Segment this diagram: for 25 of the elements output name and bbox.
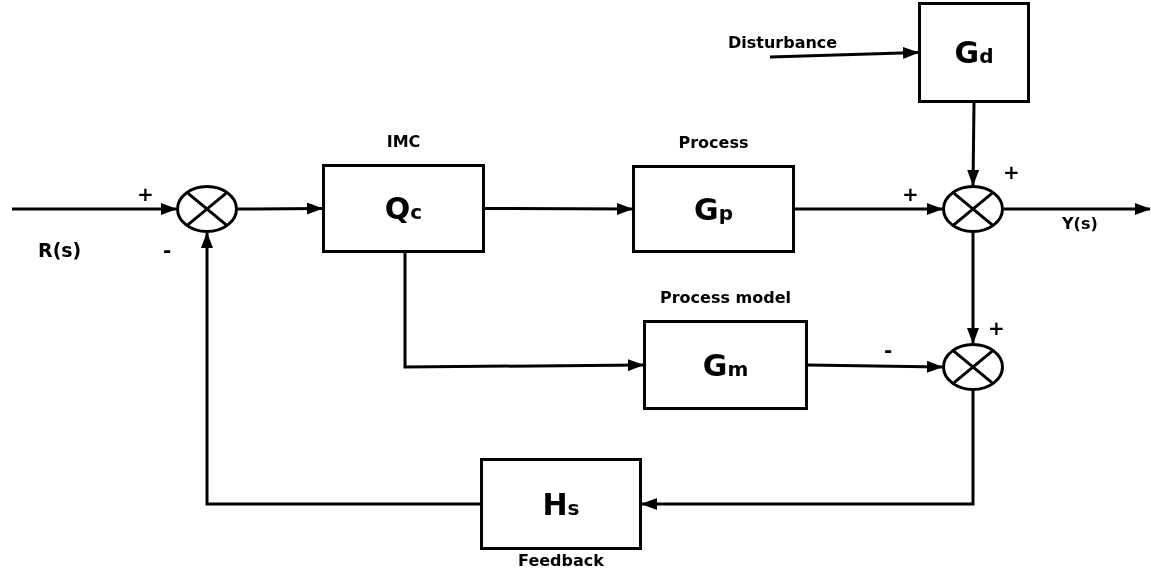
- sign-label: +: [902, 184, 919, 204]
- block-heading: IMC: [385, 132, 422, 151]
- sign-label: +: [988, 318, 1005, 338]
- signal-arrow: [403, 253, 644, 372]
- signal-label: Disturbance: [728, 33, 838, 52]
- signal-arrow: [485, 202, 633, 215]
- signal-arrow: [12, 203, 177, 215]
- block-caption: Feedback: [517, 551, 605, 570]
- signal-arrow: [201, 232, 480, 506]
- sign-label: +: [1003, 162, 1020, 182]
- signal-arrow: [769, 46, 919, 59]
- signal-arrow: [641, 391, 975, 510]
- signal-arrow: [795, 203, 943, 215]
- sign-label: -: [163, 240, 172, 260]
- signal-label: R(s): [38, 241, 82, 260]
- signal-arrow: [807, 360, 943, 373]
- signal-arrow: [967, 233, 979, 344]
- sign-label: -: [884, 340, 893, 360]
- block-heading: Process model: [659, 288, 792, 307]
- signal-arrow: [1004, 203, 1151, 215]
- signal-arrow: [238, 202, 323, 215]
- signal-label: Y(s): [1062, 214, 1098, 233]
- signal-arrow: [967, 102, 980, 186]
- sign-label: +: [137, 184, 154, 204]
- block-heading: Process: [677, 133, 750, 152]
